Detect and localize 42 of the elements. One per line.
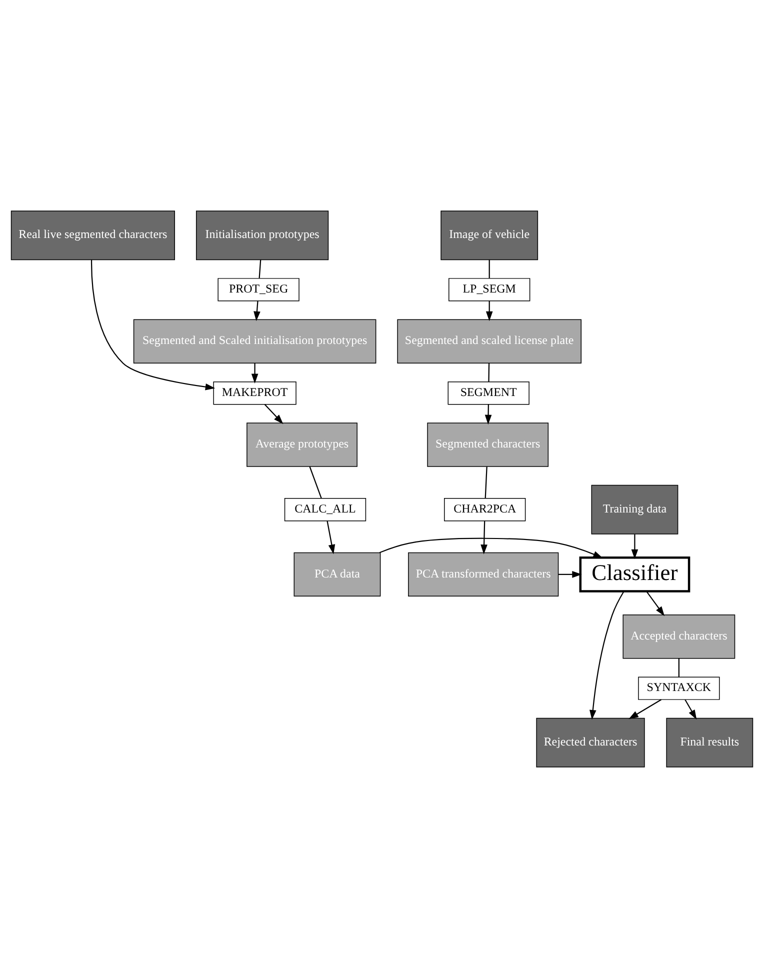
arrow [589,591,624,720]
arrow [684,699,697,720]
node-box: PCA transformed characters [408,552,559,597]
node-box: Training data [591,484,678,534]
node-box: Average prototypes [246,422,358,467]
node-box: PROT_SEG [218,278,300,302]
node-box: LP_SEGM [448,278,530,302]
arrow [646,591,665,616]
arrow [254,301,260,322]
node-box: Segmented characters [427,422,549,467]
node-box: Segmented and Scaled initialisation prototypes [133,319,376,364]
node-box: MAKEPROT [213,381,296,405]
connector [488,260,490,278]
node-box: CHAR2PCA [444,498,526,522]
connector [488,363,490,382]
node-box: PCA data [294,552,381,597]
node-box: CALC_ALL [284,498,366,522]
arrow [484,404,492,425]
arrow [480,521,488,554]
arrow [631,534,638,560]
node-box: Rejected characters [536,718,645,768]
arrow [251,363,258,384]
arrow [558,571,582,578]
connector [484,466,488,498]
node-box: Accepted characters [622,614,736,659]
connector [258,260,262,278]
node-box: Classifier [579,556,690,592]
node-box: Final results [666,718,754,768]
connector [309,466,322,499]
arrow [379,538,603,558]
node-box: SEGMENT [448,381,530,405]
arrow [90,260,216,390]
node-box: Initialisation prototypes [196,210,329,260]
arrow [326,520,336,554]
node-box: Real live segmented characters [10,210,175,260]
arrow [628,699,662,720]
connector [678,658,680,678]
node-box: Segmented and scaled license plate [397,319,582,364]
arrow [486,301,493,322]
arrow [264,404,284,424]
node-box: Image of vehicle [440,210,538,260]
node-box: SYNTAXCK [638,676,720,700]
